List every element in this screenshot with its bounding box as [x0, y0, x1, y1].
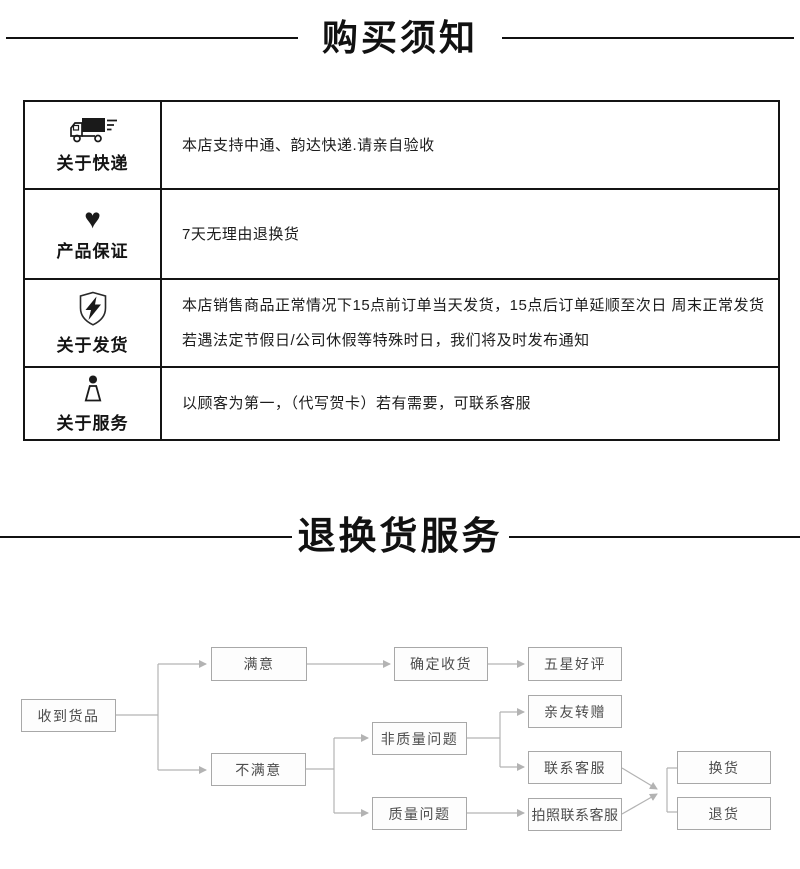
flowchart-connectors: [116, 660, 677, 817]
row-service-text: 以顾客为第一，（代写贺卡）若有需要，可联系客服: [182, 395, 532, 412]
row-service-label: 关于服务: [56, 413, 129, 433]
row-express-text: 本店支持中通、韵达快递.请亲自验收: [182, 136, 435, 154]
table-row-express: 关于快递 本店支持中通、韵达快递.请亲自验收: [25, 102, 778, 188]
row-shipping-header-cell: 关于发货: [25, 280, 162, 366]
return-service-header: 退换货服务: [0, 518, 800, 556]
title-rule-right: [508, 536, 800, 538]
row-shipping-text-line1: 本店销售商品正常情况下15点前订单当天发货，15点后订单延顺至次日 周末正常发货: [182, 297, 765, 314]
flow-node-exchange: 换货: [677, 751, 771, 784]
flow-node-unsatisfied: 不满意: [211, 753, 306, 786]
flow-node-confirm-receipt: 确定收货: [394, 647, 488, 681]
purchase-notice-title: 购买须知: [322, 17, 479, 58]
table-row-shipping: 关于发货 本店销售商品正常情况下15点前订单当天发货，15点后订单延顺至次日 周…: [25, 278, 778, 366]
flow-node-refund: 退货: [677, 797, 771, 830]
title-rule-left: [6, 37, 298, 39]
flow-node-non-quality-issue: 非质量问题: [372, 722, 467, 755]
row-guarantee-content-cell: 7天无理由退换货: [162, 190, 778, 278]
purchase-notice-table: 关于快递 本店支持中通、韵达快递.请亲自验收 ♥ 产品保证 7天无理由退换货 关…: [23, 100, 780, 441]
row-guarantee-text: 7天无理由退换货: [182, 225, 300, 243]
row-express-label: 关于快递: [56, 154, 129, 173]
table-row-service: 关于服务 以顾客为第一，（代写贺卡）若有需要，可联系客服: [25, 366, 778, 439]
row-service-content-cell: 以顾客为第一，（代写贺卡）若有需要，可联系客服: [162, 368, 778, 439]
flow-node-satisfied: 满意: [211, 647, 307, 681]
row-shipping-content-cell: 本店销售商品正常情况下15点前订单当天发货，15点后订单延顺至次日 周末正常发货…: [162, 280, 778, 366]
table-row-guarantee: ♥ 产品保证 7天无理由退换货: [25, 188, 778, 278]
person-icon: [84, 375, 101, 401]
flow-node-contact-support: 联系客服: [528, 751, 622, 784]
truck-icon: [69, 118, 117, 143]
flow-node-photo-contact-support: 拍照联系客服: [528, 798, 622, 831]
row-guarantee-label: 产品保证: [56, 242, 129, 261]
row-shipping-text-line2: 若遇法定节假日/公司休假等特殊时日，我们将及时发布通知: [182, 332, 590, 349]
flow-node-quality-issue: 质量问题: [372, 797, 467, 830]
row-service-header-cell: 关于服务: [25, 368, 162, 439]
title-rule-left: [0, 536, 292, 538]
heart-icon: ♥: [84, 203, 101, 234]
flow-node-received-goods: 收到货品: [21, 699, 116, 732]
return-service-title: 退换货服务: [297, 516, 503, 558]
row-guarantee-header-cell: ♥ 产品保证: [25, 190, 162, 278]
flow-node-five-star-review: 五星好评: [528, 647, 622, 681]
row-shipping-label: 关于发货: [56, 335, 129, 355]
lightning-shield-icon: [79, 291, 106, 326]
return-service-flowchart: 收到货品 满意 不满意 确定收货 五星好评 非质量问题 质量问题 亲友转赠 联系…: [0, 620, 800, 869]
title-rule-right: [502, 37, 795, 39]
row-express-header-cell: 关于快递: [25, 102, 162, 188]
row-express-content-cell: 本店支持中通、韵达快递.请亲自验收: [162, 102, 778, 188]
purchase-notice-header: 购买须知: [0, 20, 800, 56]
flow-node-gift-to-friends: 亲友转赠: [528, 695, 622, 728]
